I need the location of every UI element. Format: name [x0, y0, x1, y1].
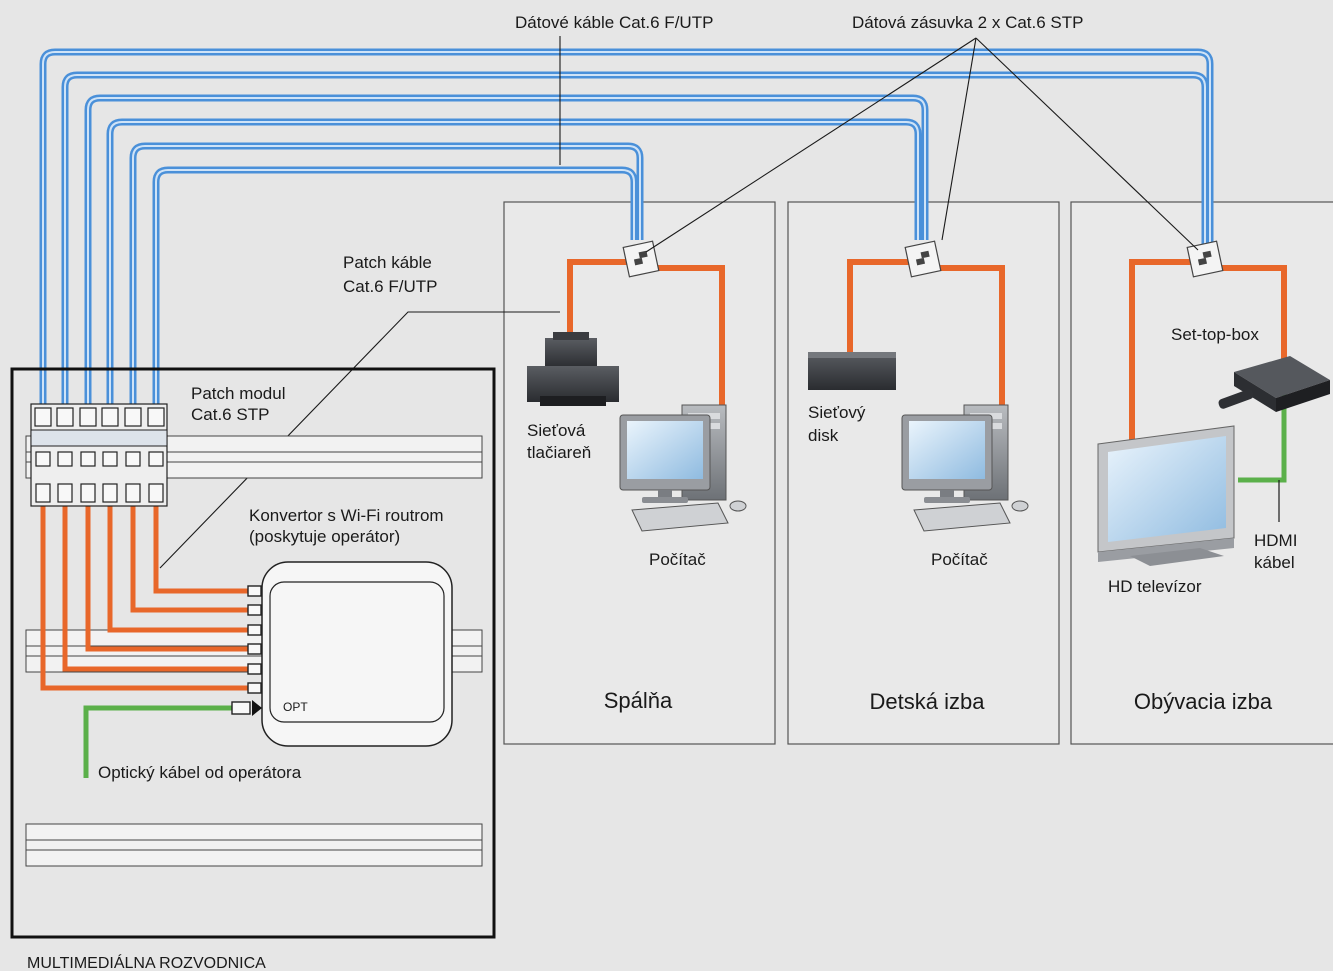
- label-computer-bedroom: Počítač: [649, 550, 706, 569]
- patch-port-top-6: [147, 407, 165, 427]
- label-hdmi-1: HDMI: [1254, 531, 1297, 550]
- label-tv: HD televízor: [1108, 577, 1202, 596]
- patch-port-mid-3: [80, 451, 96, 467]
- patch-port-top-3: [79, 407, 97, 427]
- room-patch-cables: [567, 259, 1287, 440]
- label-converter-1: Konvertor s Wi-Fi routrom: [249, 506, 444, 525]
- label-hdmi-2: kábel: [1254, 553, 1295, 572]
- data-cables-group: [39, 48, 1214, 405]
- multimedia-cabinet: [10, 367, 496, 939]
- router-lan-ports: [247, 585, 262, 694]
- patch-port-mid-5: [125, 451, 141, 467]
- optical-cable: [83, 705, 232, 778]
- hd-tv: [1097, 425, 1235, 566]
- label-disk-1: Sieťový: [808, 403, 866, 422]
- label-patch-module-1: Patch modul: [191, 384, 286, 403]
- patch-port-bottom-4: [102, 483, 118, 503]
- set-top-box: [1218, 356, 1330, 412]
- opt-port-arrow: [252, 700, 262, 716]
- label-disk-2: disk: [808, 426, 839, 445]
- label-printer-1: Sieťová: [527, 421, 586, 440]
- patch-port-mid-6: [148, 451, 164, 467]
- patch-port-bottom-5: [125, 483, 141, 503]
- label-converter-2: (poskytuje operátor): [249, 527, 400, 546]
- hdmi-cable: [1238, 392, 1287, 483]
- callout-lines: [159, 36, 1199, 569]
- data-cable-5-core: [132, 145, 641, 405]
- label-printer-2: tlačiareň: [527, 443, 591, 462]
- label-data-cables: Dátové káble Cat.6 F/UTP: [515, 13, 713, 32]
- data-cable-2-core: [64, 74, 1206, 405]
- wifi-router-converter: OPT: [231, 561, 453, 747]
- network-disk: [808, 352, 896, 390]
- room-bedroom-label: Spálňa: [604, 688, 673, 713]
- label-cabinet: MULTIMEDIÁLNA ROZVODNICA: [27, 953, 266, 971]
- patch-port-top-5: [124, 407, 142, 427]
- label-patch-cables-2: Cat.6 F/UTP: [343, 277, 437, 296]
- patch-port-bottom-2: [57, 483, 73, 503]
- label-computer-kids: Počítač: [931, 550, 988, 569]
- data-cable-4-core: [109, 121, 919, 405]
- data-cable-6-core: [155, 169, 635, 405]
- patch-port-bottom-6: [148, 483, 164, 503]
- patch-port-top-2: [56, 407, 74, 427]
- optical-connector: [231, 701, 251, 715]
- room-kids-label: Detská izba: [870, 689, 986, 714]
- data-socket-living: [1186, 240, 1224, 278]
- network-printer: [527, 332, 619, 406]
- patch-port-top-4: [101, 407, 119, 427]
- patch-module: [30, 403, 168, 507]
- patch-port-mid-1: [35, 451, 51, 467]
- label-patch-cables-1: Patch káble: [343, 253, 432, 272]
- label-data-socket: Dátová zásuvka 2 x Cat.6 STP: [852, 13, 1084, 32]
- data-cables-drops: [630, 200, 1214, 250]
- data-cable-3-core: [87, 97, 926, 405]
- opt-port-label: OPT: [283, 700, 308, 714]
- data-cable-1-core: [42, 51, 1211, 405]
- patch-port-mid-4: [102, 451, 118, 467]
- room-living-label: Obývacia izba: [1134, 689, 1273, 714]
- label-optical-cable: Optický kábel od operátora: [98, 763, 302, 782]
- patch-port-top-1: [34, 407, 52, 427]
- patch-port-bottom-1: [35, 483, 51, 503]
- patch-port-mid-2: [57, 451, 73, 467]
- label-patch-module-2: Cat.6 STP: [191, 405, 269, 424]
- cabinet-patch-cables: [40, 505, 250, 691]
- label-settop: Set-top-box: [1171, 325, 1259, 344]
- data-socket-kids: [904, 240, 942, 278]
- patch-port-bottom-3: [80, 483, 96, 503]
